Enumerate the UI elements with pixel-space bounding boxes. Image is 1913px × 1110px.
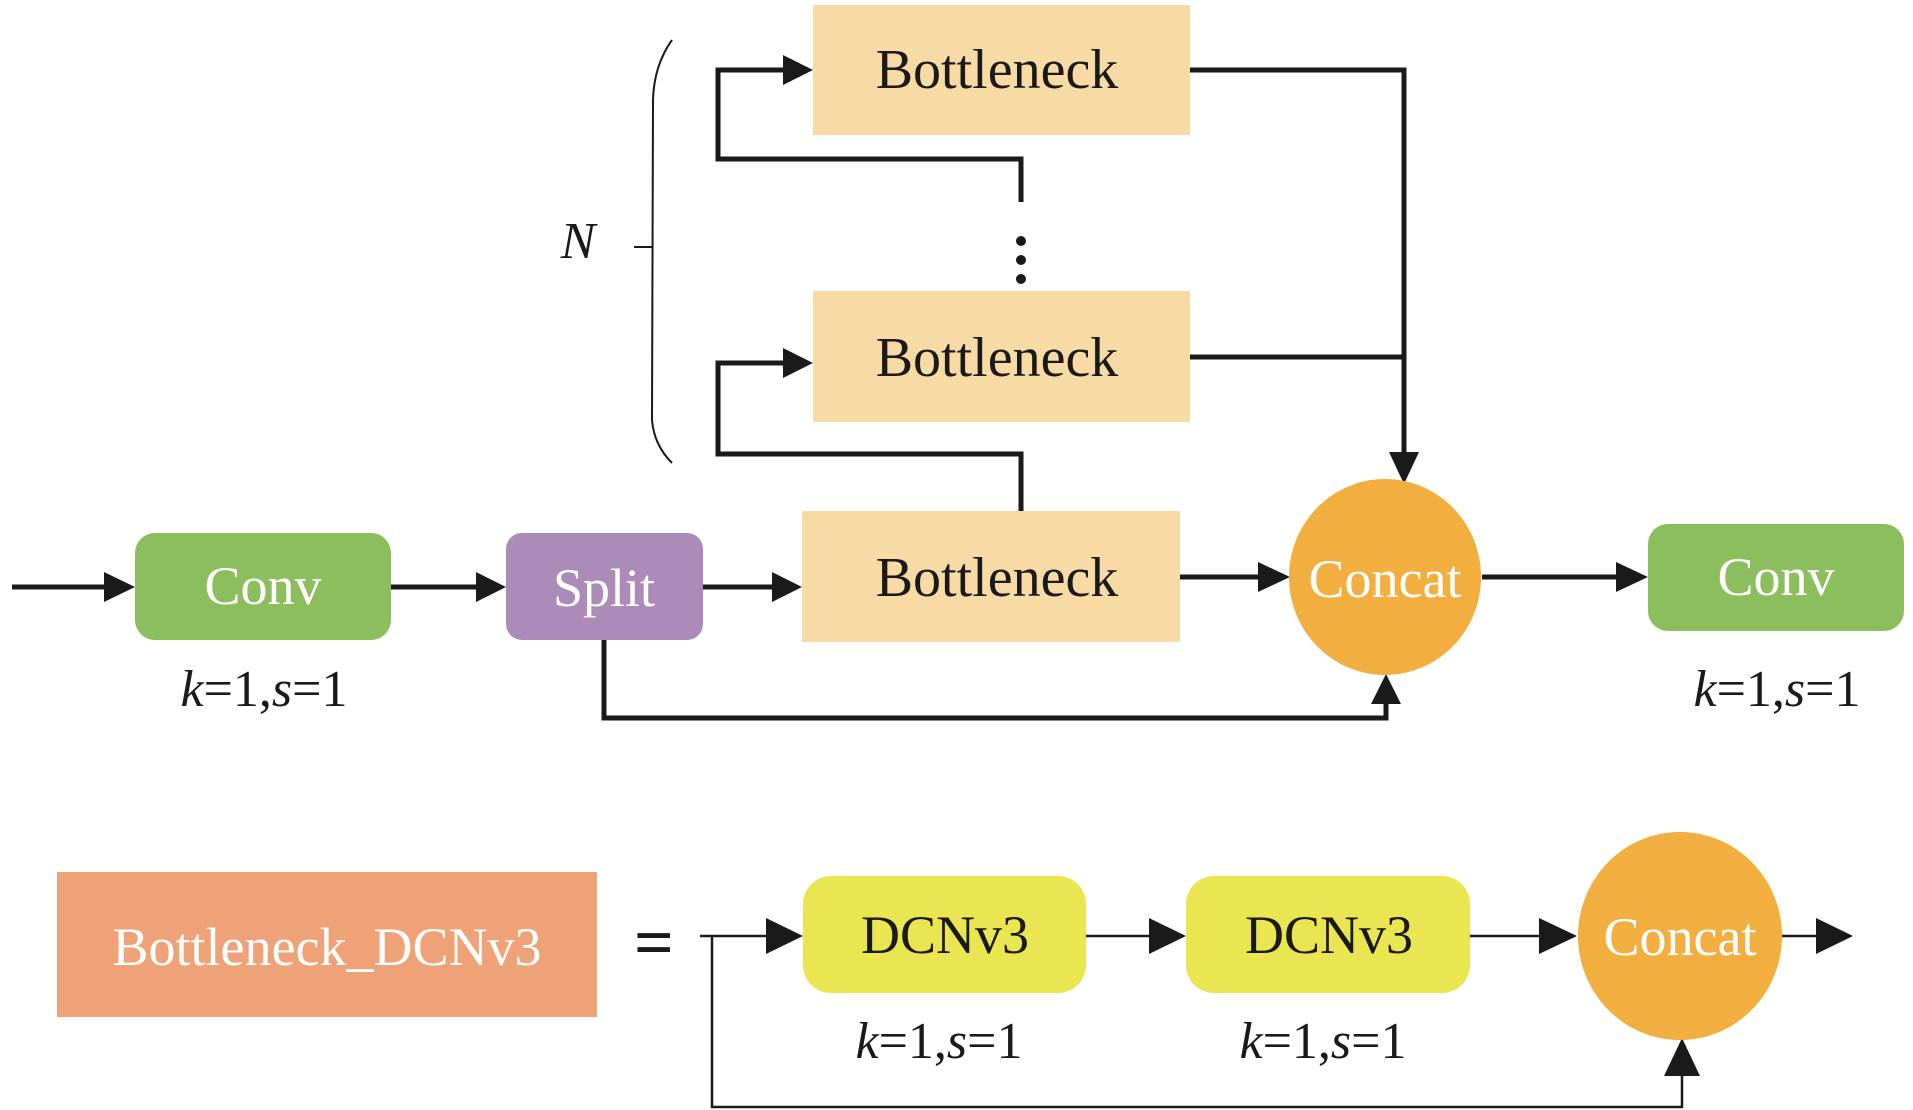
bottleneck-node-2[interactable]: Bottleneck xyxy=(813,291,1190,422)
concat-label: Concat xyxy=(1309,549,1462,609)
bottleneck-dcnv3-label: Bottleneck_DCNv3 xyxy=(113,917,542,977)
concat-node-bottom[interactable]: Concat xyxy=(1578,832,1782,1040)
dcnv3-2-label: DCNv3 xyxy=(1245,905,1413,965)
bottleneck-3-label: Bottleneck xyxy=(876,547,1119,609)
residual-shortcut-line xyxy=(710,936,1684,1109)
split-node[interactable]: Split xyxy=(506,533,703,640)
ellipsis-dots xyxy=(1016,236,1026,284)
feedback-chain-to-bottleneck1 xyxy=(715,67,1024,202)
connectors-top xyxy=(12,55,1648,721)
arrowhead xyxy=(783,348,813,378)
arrowhead xyxy=(772,572,802,602)
arrowhead xyxy=(1816,918,1853,954)
arrowhead xyxy=(1258,562,1290,592)
dcnv3-1-params: k=1,s=1 xyxy=(856,1013,1023,1070)
concat-node[interactable]: Concat xyxy=(1289,479,1481,675)
arrowhead xyxy=(1389,452,1419,484)
bottleneck-dcnv3-block[interactable]: Bottleneck_DCNv3 xyxy=(57,872,597,1017)
conv-output-label: Conv xyxy=(1717,547,1834,607)
conv-output-params: k=1,s=1 xyxy=(1694,661,1861,718)
repeat-brace xyxy=(634,39,673,464)
dcnv3-node-1[interactable]: DCNv3 xyxy=(803,876,1086,993)
bottleneck-1-label: Bottleneck xyxy=(876,39,1119,101)
arrowhead xyxy=(1664,1038,1700,1076)
dcnv3-node-2[interactable]: DCNv3 xyxy=(1186,876,1470,993)
arrowhead xyxy=(104,572,135,602)
arrowhead xyxy=(783,55,813,85)
repeat-count-label: N xyxy=(560,213,599,270)
bottleneck1-output-line xyxy=(1190,67,1407,455)
conv-output-node[interactable]: Conv xyxy=(1648,524,1904,631)
arrowhead xyxy=(1371,674,1401,704)
split-label: Split xyxy=(553,558,655,618)
conv-input-node[interactable]: Conv xyxy=(135,533,391,640)
bottleneck-node-3[interactable]: Bottleneck xyxy=(802,511,1180,642)
arrowhead xyxy=(476,572,506,602)
conv-input-params: k=1,s=1 xyxy=(181,661,348,718)
split-shortcut-line xyxy=(601,640,1389,721)
arrowhead xyxy=(1616,562,1648,592)
equals-sign: = xyxy=(634,905,674,982)
concat-bottom-label: Concat xyxy=(1604,907,1757,967)
bottleneck-node-1[interactable]: Bottleneck xyxy=(813,5,1190,135)
dcnv3-2-params: k=1,s=1 xyxy=(1240,1013,1407,1070)
arrowhead xyxy=(766,918,803,954)
dcnv3-1-label: DCNv3 xyxy=(861,905,1029,965)
arrowhead xyxy=(1539,918,1577,954)
arrowhead xyxy=(1149,918,1186,954)
connectors-bottom xyxy=(700,918,1853,1109)
feedback-bottleneck3-to-bottleneck2 xyxy=(715,360,1024,511)
conv-input-label: Conv xyxy=(204,556,321,616)
bottleneck-2-label: Bottleneck xyxy=(876,327,1119,389)
